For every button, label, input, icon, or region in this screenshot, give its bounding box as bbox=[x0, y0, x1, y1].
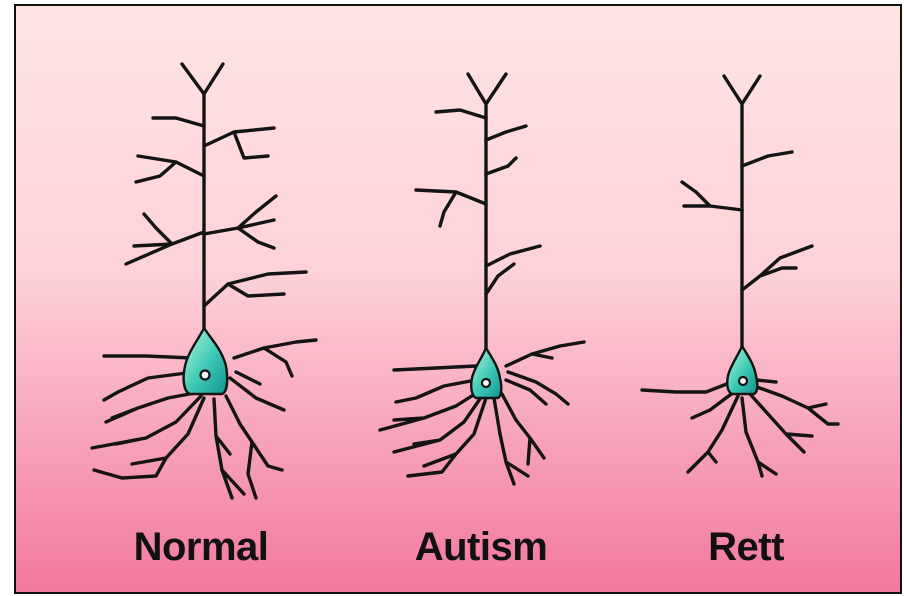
rett-nucleus bbox=[739, 377, 747, 385]
label-rett: Rett bbox=[646, 522, 846, 572]
label-normal: Normal bbox=[101, 522, 301, 572]
background bbox=[16, 6, 900, 592]
normal-nucleus bbox=[201, 371, 210, 380]
neuron-comparison-figure: Normal Autism Rett bbox=[14, 4, 902, 594]
neuron-diagram bbox=[16, 6, 900, 592]
label-autism: Autism bbox=[381, 522, 581, 572]
autism-nucleus bbox=[482, 379, 490, 387]
